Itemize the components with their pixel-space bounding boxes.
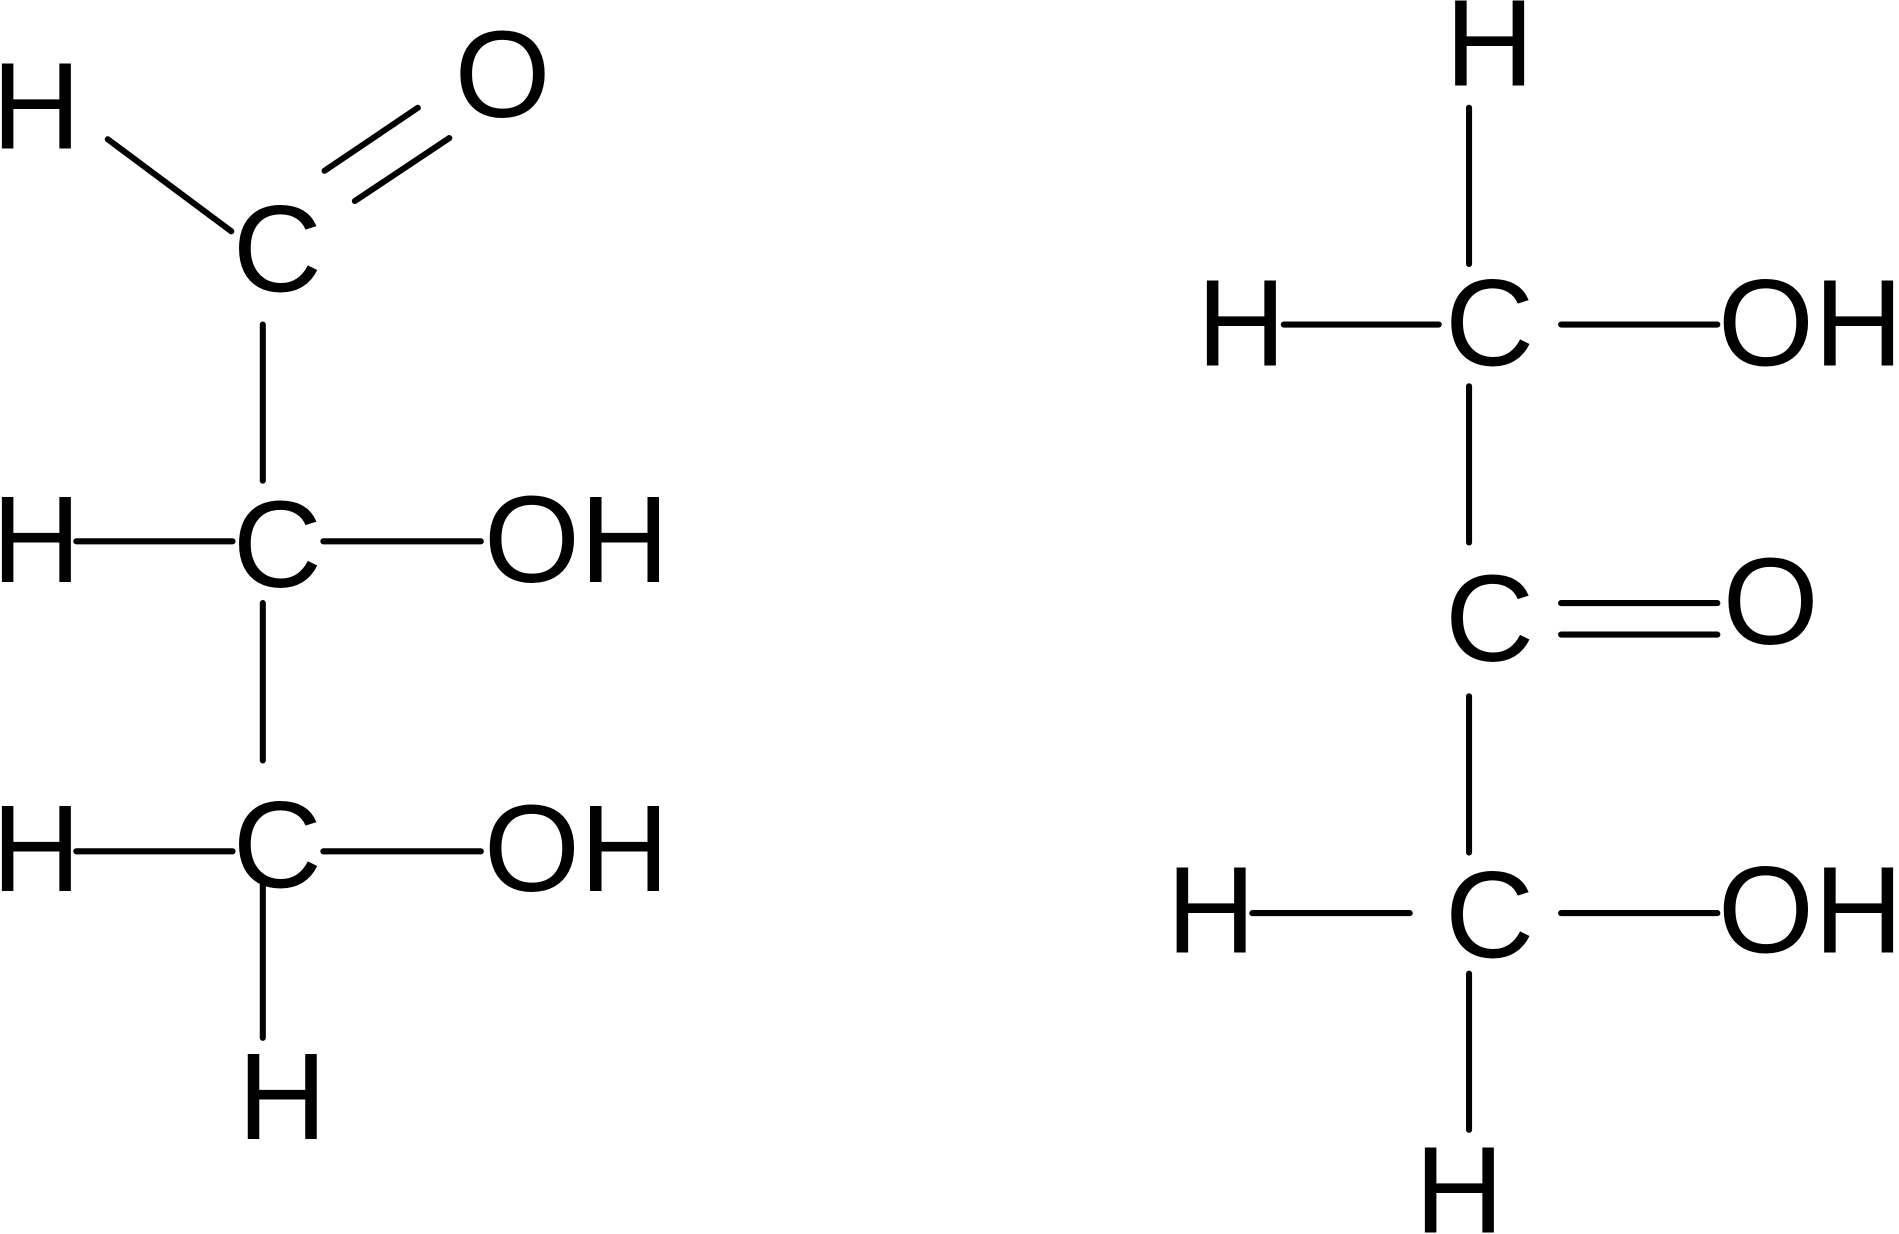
double-bond-line [321,104,421,174]
single-bond [104,136,235,235]
atom-h: H [1197,254,1286,392]
atom-oh: OH [1718,254,1899,392]
atom-c: C [1445,550,1534,688]
atom-h: H [238,1028,327,1166]
atom-c: C [233,776,322,914]
atom-h: H [0,471,81,609]
atom-oh: OH [484,471,669,609]
atom-oh: OH [484,780,669,918]
atom-h: H [1415,1121,1504,1234]
double-bond-line [351,135,453,205]
atom-h: H [0,38,81,176]
atom-c: C [233,476,322,614]
molecule-left: H O C H C OH H C OH H [0,6,669,1166]
atom-c: C [1445,254,1534,392]
atom-oh: OH [1718,842,1899,980]
molecule-right: H H C OH C O H C OH H [1166,0,1899,1234]
atom-c: C [1445,847,1534,985]
atom-o: O [1723,533,1819,671]
atom-o: O [455,6,551,144]
atom-h: H [1445,0,1534,113]
atom-c: C [233,180,322,318]
atom-h: H [0,780,81,918]
atom-h: H [1166,842,1255,980]
